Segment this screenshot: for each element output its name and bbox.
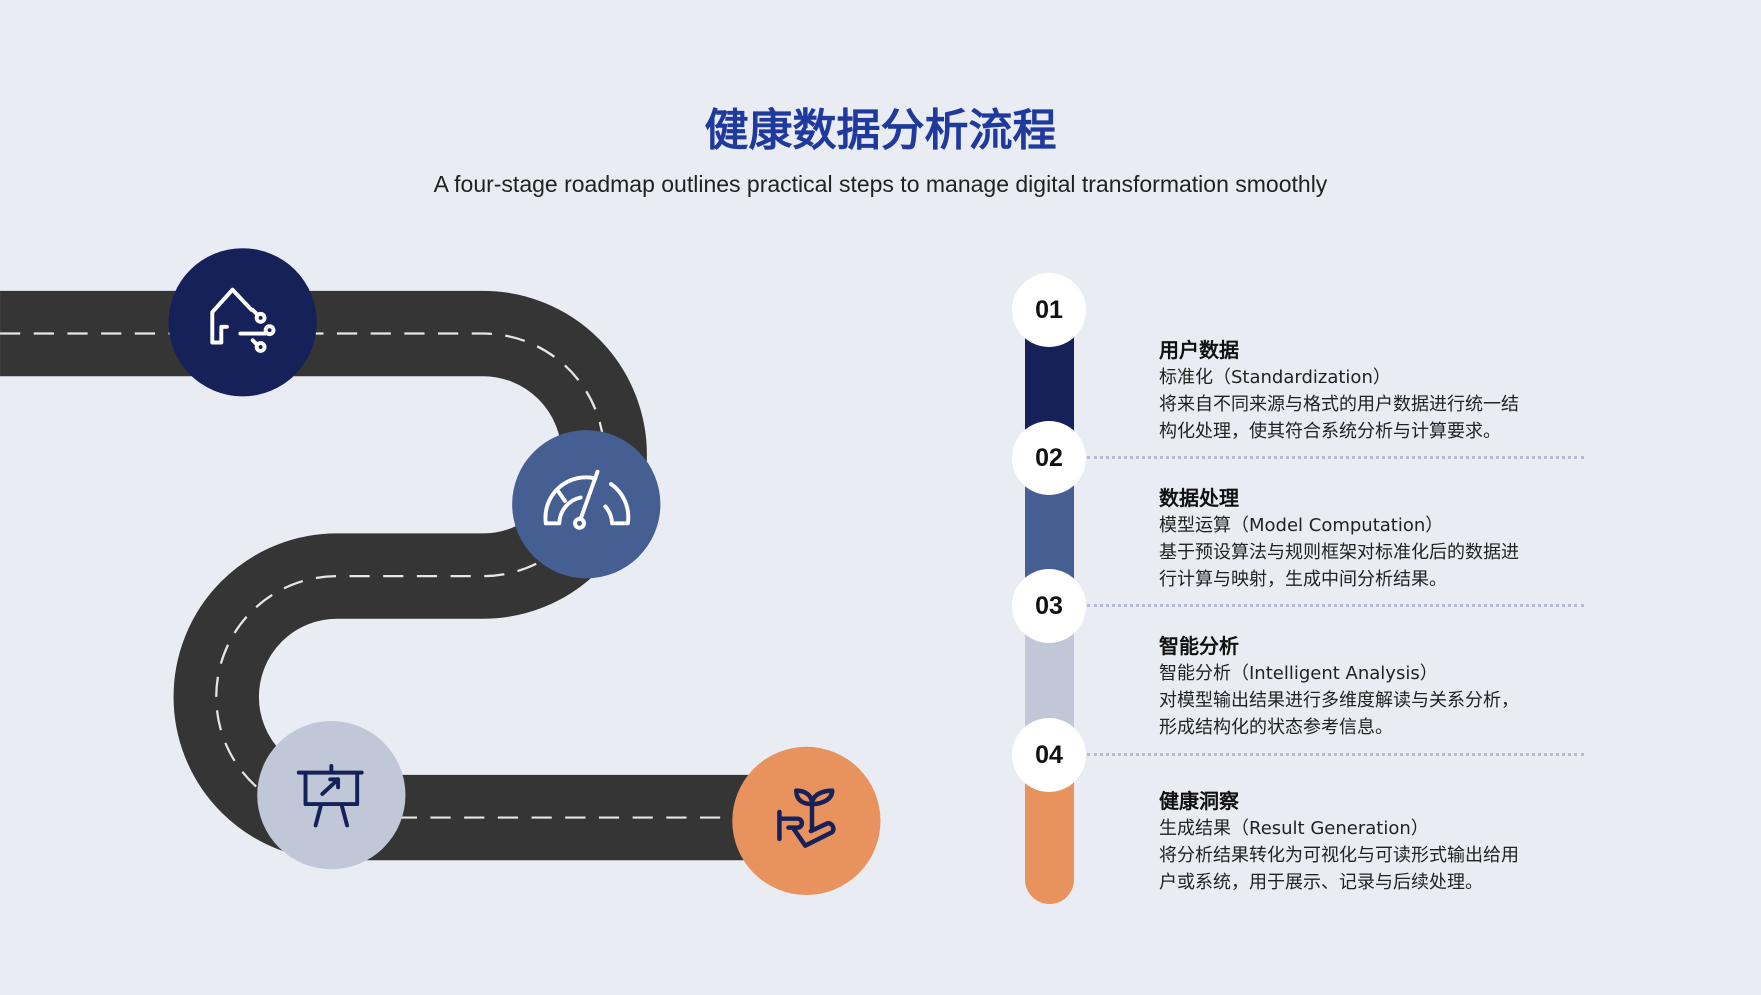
stage-4-marker <box>732 746 881 896</box>
step-desc-line: 将分析结果转化为可视化与可读形式输出给用 <box>1159 845 1519 866</box>
hand-plant-icon <box>777 788 836 848</box>
step-title: 智能分析 <box>1159 634 1239 658</box>
smart-home-icon <box>210 287 276 353</box>
step-3: 智能分析 智能分析（Intelligent Analysis） 对模型输出结果进… <box>1159 633 1579 741</box>
step-subtitle: 模型运算（Model Computation） <box>1159 515 1444 536</box>
step-desc-line: 户或系统，用于展示、记录与后续处理。 <box>1159 872 1483 893</box>
step-title: 健康洞察 <box>1159 789 1239 813</box>
step-desc-line: 形成结构化的状态参考信息。 <box>1159 717 1393 738</box>
step-4: 健康洞察 生成结果（Result Generation） 将分析结果转化为可视化… <box>1159 788 1579 896</box>
step-desc-line: 构化处理，使其符合系统分析与计算要求。 <box>1159 421 1501 442</box>
presentation-growth-icon <box>296 763 364 828</box>
page-subtitle: A four-stage roadmap outlines practical … <box>433 171 1328 197</box>
page-title: 健康数据分析流程 <box>704 105 1057 156</box>
step-subtitle: 智能分析（Intelligent Analysis） <box>1159 663 1438 684</box>
stage-3-marker <box>257 720 406 870</box>
stage-2-marker <box>512 430 661 579</box>
step-number: 01 <box>1012 273 1086 347</box>
step-number: 03 <box>1012 569 1086 643</box>
divider <box>1087 456 1584 459</box>
step-desc-line: 行计算与映射，生成中间分析结果。 <box>1159 569 1447 590</box>
stage-1-marker <box>168 248 317 397</box>
step-desc-line: 将来自不同来源与格式的用户数据进行统一结 <box>1159 394 1519 415</box>
step-subtitle: 生成结果（Result Generation） <box>1159 818 1429 839</box>
step-number: 02 <box>1012 421 1086 495</box>
step-1: 用户数据 标准化（Standardization） 将来自不同来源与格式的用户数… <box>1159 337 1579 445</box>
divider <box>1087 753 1584 756</box>
step-number: 04 <box>1012 718 1086 792</box>
step-title: 数据处理 <box>1159 486 1239 510</box>
speedometer-icon <box>543 469 631 530</box>
road-path <box>0 290 809 861</box>
step-desc-line: 对模型输出结果进行多维度解读与关系分析， <box>1159 690 1519 711</box>
step-desc-line: 基于预设算法与规则框架对标准化后的数据进 <box>1159 542 1519 563</box>
divider <box>1087 604 1584 607</box>
step-2: 数据处理 模型运算（Model Computation） 基于预设算法与规则框架… <box>1159 485 1579 593</box>
step-subtitle: 标准化（Standardization） <box>1159 367 1391 388</box>
step-title: 用户数据 <box>1159 338 1239 362</box>
